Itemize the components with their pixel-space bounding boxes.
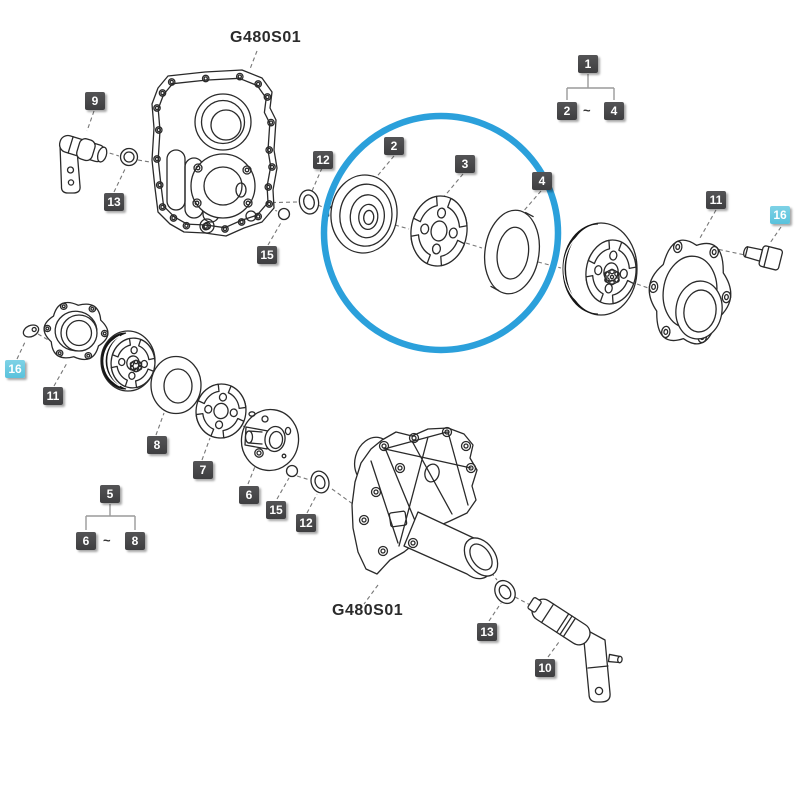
bolt-16-right-drawing [741,241,783,270]
oring-13-bottom-drawing [490,576,520,608]
callout-7[interactable]: 7 [193,461,213,479]
highlight-circle [324,116,558,350]
callout-16-left[interactable]: 16 [5,360,25,378]
callout-range-5-to[interactable]: 8 [125,532,145,550]
callout-16-right[interactable]: 16 [770,206,790,224]
range-tilde-bottom: ~ [103,533,111,548]
flange-11-right-drawing [641,235,739,349]
callout-12-top[interactable]: 12 [313,151,333,169]
drum-drawing [101,331,158,391]
callout-4[interactable]: 4 [532,172,552,190]
pulley-drawing [563,223,642,315]
callout-8[interactable]: 8 [147,436,167,454]
callout-13-bottom[interactable]: 13 [477,623,497,641]
callout-1[interactable]: 1 [578,55,598,73]
oring-12-top-drawing [296,187,322,217]
callout-15-bottom[interactable]: 15 [266,501,286,519]
callout-range-1-to[interactable]: 4 [604,102,624,120]
washer-15-bottom-drawing [287,466,298,477]
callout-range-5-from[interactable]: 6 [76,532,96,550]
callout-12-bottom[interactable]: 12 [296,514,316,532]
callout-10[interactable]: 10 [535,659,555,677]
callout-range-1-from[interactable]: 2 [557,102,577,120]
hub-2-drawing [325,172,401,256]
callout-11-right[interactable]: 11 [706,191,726,209]
washer-15-top-drawing [279,209,290,220]
rear-housing-drawing [349,428,504,583]
front-housing-drawing [152,70,277,236]
diagram-code-bottom: G480S01 [332,602,404,619]
lever-10-drawing [525,593,623,702]
diagram-code-top: G480S01 [230,29,302,46]
callout-9[interactable]: 9 [85,92,105,110]
callout-5[interactable]: 5 [100,485,120,503]
pin-16-left-drawing [21,323,40,340]
callout-11-left[interactable]: 11 [43,387,63,405]
clutch-disc-3-drawing [405,190,474,272]
callout-2[interactable]: 2 [384,137,404,155]
ring-8-drawing [151,357,201,414]
oring-12-bottom-drawing [307,468,333,496]
range-tilde-top: ~ [583,103,591,118]
group-1-bracket [567,74,614,100]
group-5-bracket [86,504,135,530]
flange-11-left-drawing [41,300,111,362]
callout-15-top[interactable]: 15 [257,246,277,264]
callout-3[interactable]: 3 [455,155,475,173]
pressure-plate-4-drawing [479,207,544,298]
plate-6-drawing [238,406,303,474]
callout-13-top[interactable]: 13 [104,193,124,211]
lever-9-drawing [57,132,109,193]
callout-6[interactable]: 6 [239,486,259,504]
oring-13-top-drawing [121,149,138,166]
